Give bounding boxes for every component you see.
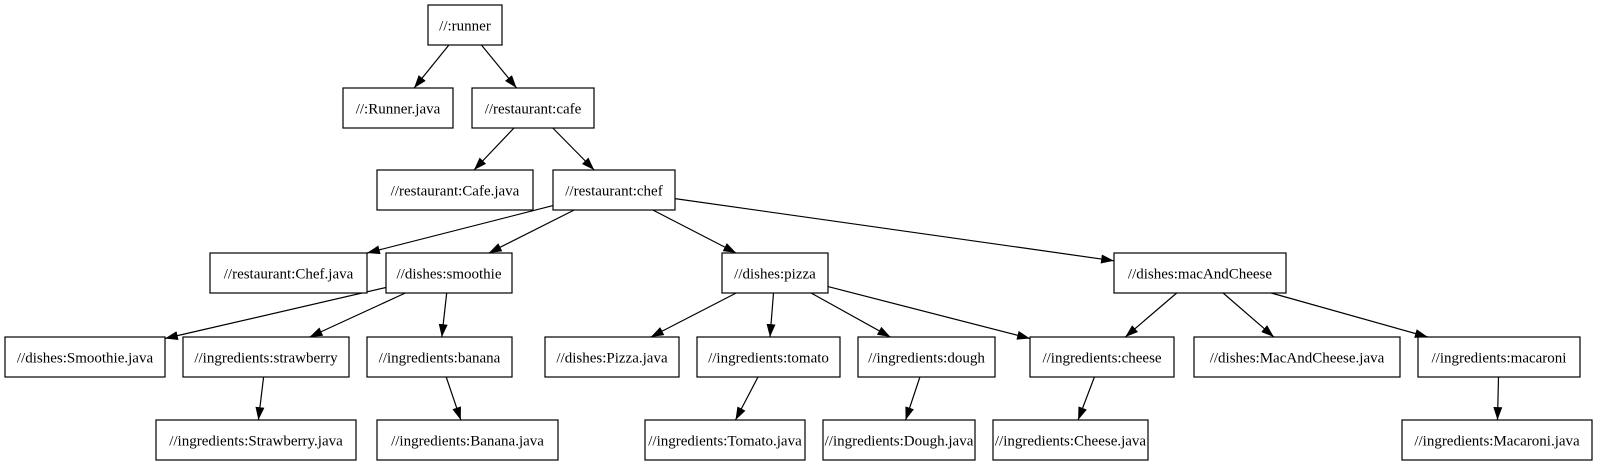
edge-cafe-to-chef bbox=[552, 127, 595, 171]
node-macaroni: //ingredients:macaroni bbox=[1417, 336, 1581, 378]
edge-mac-and-cheese-to-macaroni bbox=[1271, 292, 1428, 338]
node-label-pizza: //dishes:pizza bbox=[734, 266, 816, 282]
node-box-macaroni bbox=[1417, 336, 1581, 378]
edge-chef-to-pizza bbox=[652, 209, 737, 254]
edge-chef-to-mac-and-cheese bbox=[674, 198, 1115, 264]
node-label-smoothie: //dishes:smoothie bbox=[397, 266, 502, 282]
node-mac-and-cheese: //dishes:macAndCheese bbox=[1113, 252, 1287, 294]
node-label-mac-and-cheese: //dishes:macAndCheese bbox=[1128, 266, 1272, 282]
node-label-dough-java: //ingredients:Dough.java bbox=[825, 433, 974, 449]
edge-chef-to-smoothie bbox=[488, 209, 575, 254]
node-box-cafe-java bbox=[376, 169, 534, 211]
edge-pizza-to-tomato bbox=[766, 292, 776, 338]
node-chef-java: //restaurant:Chef.java bbox=[209, 252, 368, 294]
edge-pizza-to-cheese bbox=[827, 286, 1031, 340]
edge-pizza-to-pizza-java bbox=[650, 292, 737, 338]
edge-smoothie-to-strawberry bbox=[309, 292, 406, 338]
node-label-cheese-java: //ingredients:Cheese.java bbox=[995, 433, 1147, 449]
node-label-runner: //:runner bbox=[439, 18, 491, 34]
node-cafe: //restaurant:cafe bbox=[471, 87, 595, 129]
edge-smoothie-to-smoothie-java bbox=[164, 286, 387, 340]
node-box-tomato bbox=[696, 336, 841, 378]
node-mac-and-cheese-java: //dishes:MacAndCheese.java bbox=[1193, 336, 1401, 378]
edges-layer bbox=[164, 44, 1503, 421]
node-banana-java: //ingredients:Banana.java bbox=[376, 419, 559, 461]
node-box-strawberry-java bbox=[155, 419, 357, 461]
node-box-runner bbox=[427, 4, 503, 46]
edge-strawberry-to-strawberry-java bbox=[255, 376, 265, 421]
node-chef: //restaurant:chef bbox=[552, 169, 676, 211]
edge-tomato-to-tomato-java bbox=[734, 376, 759, 421]
node-box-dough-java bbox=[822, 419, 976, 461]
node-dough: //ingredients:dough bbox=[857, 336, 996, 378]
node-label-runner-java: //:Runner.java bbox=[356, 101, 441, 117]
edge-cafe-to-cafe-java bbox=[473, 127, 515, 171]
node-box-chef bbox=[552, 169, 676, 211]
edge-chef-to-chef-java bbox=[366, 205, 554, 255]
node-smoothie-java: //dishes:Smoothie.java bbox=[4, 336, 166, 378]
node-macaroni-java: //ingredients:Macaroni.java bbox=[1401, 419, 1593, 461]
node-box-macaroni-java bbox=[1401, 419, 1593, 461]
edge-cheese-to-cheese-java bbox=[1077, 376, 1095, 421]
node-box-pizza bbox=[721, 252, 829, 294]
node-label-banana-java: //ingredients:Banana.java bbox=[391, 433, 544, 449]
node-box-mac-and-cheese bbox=[1113, 252, 1287, 294]
node-label-macaroni: //ingredients:macaroni bbox=[1432, 350, 1567, 366]
node-box-smoothie bbox=[385, 252, 513, 294]
nodes-layer: //:runner //:Runner.java //restaurant:cafe… bbox=[4, 4, 1593, 461]
node-box-cafe bbox=[471, 87, 595, 129]
edge-dough-to-dough-java bbox=[905, 376, 921, 421]
node-box-cheese-java bbox=[992, 419, 1149, 461]
node-label-cheese: //ingredients:cheese bbox=[1042, 350, 1161, 366]
edge-smoothie-to-banana bbox=[438, 292, 448, 338]
node-box-cheese bbox=[1029, 336, 1175, 378]
edge-mac-and-cheese-to-mac-and-cheese-java bbox=[1222, 292, 1275, 338]
node-box-chef-java bbox=[209, 252, 368, 294]
node-label-strawberry-java: //ingredients:Strawberry.java bbox=[169, 433, 343, 449]
edge-banana-to-banana-java bbox=[445, 376, 462, 421]
node-box-runner-java bbox=[342, 87, 454, 129]
node-box-smoothie-java bbox=[4, 336, 166, 378]
edge-macaroni-to-macaroni-java bbox=[1493, 376, 1503, 421]
edge-runner-to-cafe bbox=[480, 44, 518, 89]
node-runner: //:runner bbox=[427, 4, 503, 46]
node-label-tomato: //ingredients:tomato bbox=[708, 350, 829, 366]
node-banana: //ingredients:banana bbox=[366, 336, 513, 378]
node-strawberry-java: //ingredients:Strawberry.java bbox=[155, 419, 357, 461]
node-label-strawberry: //ingredients:strawberry bbox=[194, 350, 338, 366]
node-box-mac-and-cheese-java bbox=[1193, 336, 1401, 378]
node-box-dough bbox=[857, 336, 996, 378]
node-strawberry: //ingredients:strawberry bbox=[182, 336, 350, 378]
node-box-pizza-java bbox=[544, 336, 680, 378]
node-box-tomato-java bbox=[644, 419, 806, 461]
node-label-tomato-java: //ingredients:Tomato.java bbox=[648, 433, 802, 449]
node-label-smoothie-java: //dishes:Smoothie.java bbox=[17, 350, 154, 366]
edge-runner-to-runner-java bbox=[413, 44, 450, 89]
node-label-chef: //restaurant:chef bbox=[565, 183, 662, 199]
node-pizza: //dishes:pizza bbox=[721, 252, 829, 294]
edge-mac-and-cheese-to-cheese bbox=[1124, 292, 1178, 338]
node-box-strawberry bbox=[182, 336, 350, 378]
node-label-macaroni-java: //ingredients:Macaroni.java bbox=[1414, 433, 1580, 449]
node-label-chef-java: //restaurant:Chef.java bbox=[224, 266, 354, 282]
node-smoothie: //dishes:smoothie bbox=[385, 252, 513, 294]
node-label-cafe-java: //restaurant:Cafe.java bbox=[391, 183, 520, 199]
node-label-dough: //ingredients:dough bbox=[868, 350, 985, 366]
node-tomato: //ingredients:tomato bbox=[696, 336, 841, 378]
node-label-banana: //ingredients:banana bbox=[379, 350, 501, 366]
node-box-banana-java bbox=[376, 419, 559, 461]
node-pizza-java: //dishes:Pizza.java bbox=[544, 336, 680, 378]
node-runner-java: //:Runner.java bbox=[342, 87, 454, 129]
edge-pizza-to-dough bbox=[810, 292, 891, 338]
node-box-banana bbox=[366, 336, 513, 378]
node-cheese-java: //ingredients:Cheese.java bbox=[992, 419, 1149, 461]
node-label-mac-and-cheese-java: //dishes:MacAndCheese.java bbox=[1210, 350, 1385, 366]
node-dough-java: //ingredients:Dough.java bbox=[822, 419, 976, 461]
node-cheese: //ingredients:cheese bbox=[1029, 336, 1175, 378]
node-label-cafe: //restaurant:cafe bbox=[485, 101, 582, 117]
node-cafe-java: //restaurant:Cafe.java bbox=[376, 169, 534, 211]
node-tomato-java: //ingredients:Tomato.java bbox=[644, 419, 806, 461]
node-label-pizza-java: //dishes:Pizza.java bbox=[556, 350, 668, 366]
